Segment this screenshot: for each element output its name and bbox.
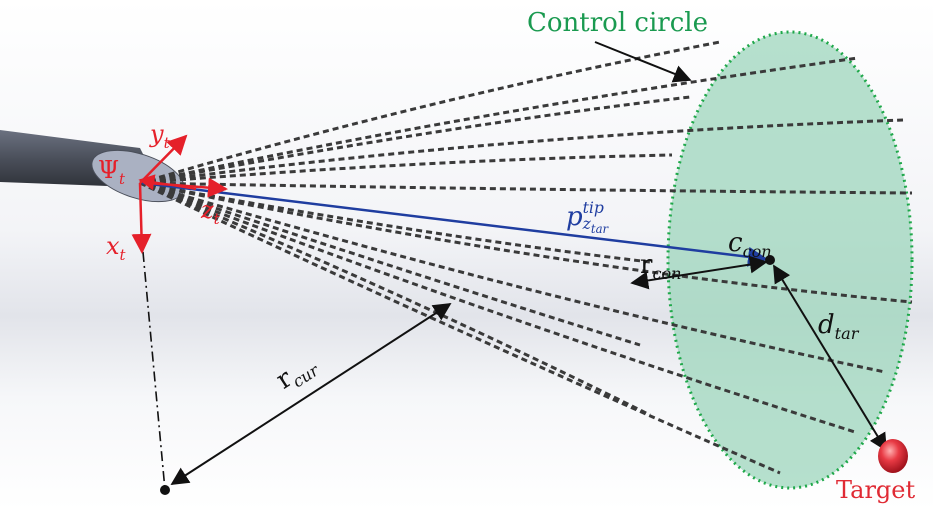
candidate-path — [139, 153, 673, 185]
candidate-path — [139, 181, 913, 195]
target-label: Target — [836, 476, 916, 504]
r-con-arrow — [630, 255, 768, 290]
control-circle-leader — [594, 41, 692, 83]
c-con-label: ccon — [728, 228, 772, 262]
candidate-path — [139, 181, 856, 434]
y-t-label: yt — [150, 120, 170, 152]
x-t-label: xt — [106, 232, 126, 264]
candidate-path — [139, 181, 651, 264]
candidate-path — [139, 56, 859, 185]
candidate-path — [139, 181, 886, 374]
candidate-path — [139, 118, 904, 185]
candidate-paths — [139, 40, 913, 475]
candidate-path — [139, 181, 781, 475]
psi-t-label: Ψt — [98, 156, 126, 188]
control-circle-label: Control circle — [527, 8, 708, 38]
z-t-label: zt — [201, 196, 220, 228]
candidate-path — [139, 181, 641, 347]
d-tar-arrow — [773, 264, 887, 452]
candidate-path — [139, 181, 651, 417]
x-axis-arrow — [131, 182, 152, 254]
r-cur-arrow — [170, 303, 452, 485]
psi-rotation-arrow — [138, 174, 197, 191]
r-con-label: rcon — [640, 250, 682, 284]
curvature-center-dot — [160, 485, 170, 495]
target-sphere — [878, 439, 908, 473]
candidate-path — [139, 181, 913, 304]
control-circle — [666, 30, 914, 490]
tip-vector-arrow — [141, 181, 768, 267]
tip-frame-axes — [131, 134, 228, 254]
d-tar-label: dtar — [818, 310, 859, 344]
